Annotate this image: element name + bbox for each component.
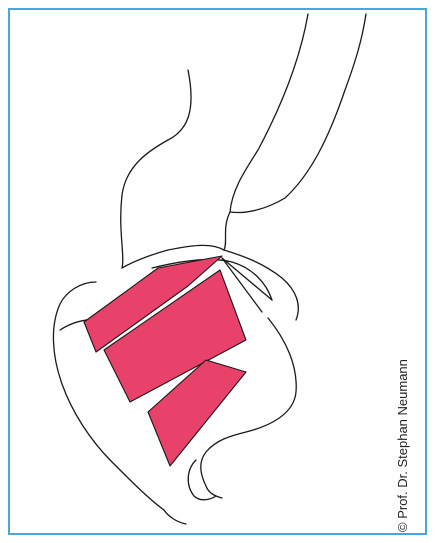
copyright-caption: © Prof. Dr. Stephan Neumann [395, 359, 410, 532]
bone-outline-right [230, 14, 366, 212]
bone-outline-upper-left [121, 70, 191, 268]
apex-line-1 [222, 258, 272, 300]
lower-bone-bottom [164, 510, 186, 524]
